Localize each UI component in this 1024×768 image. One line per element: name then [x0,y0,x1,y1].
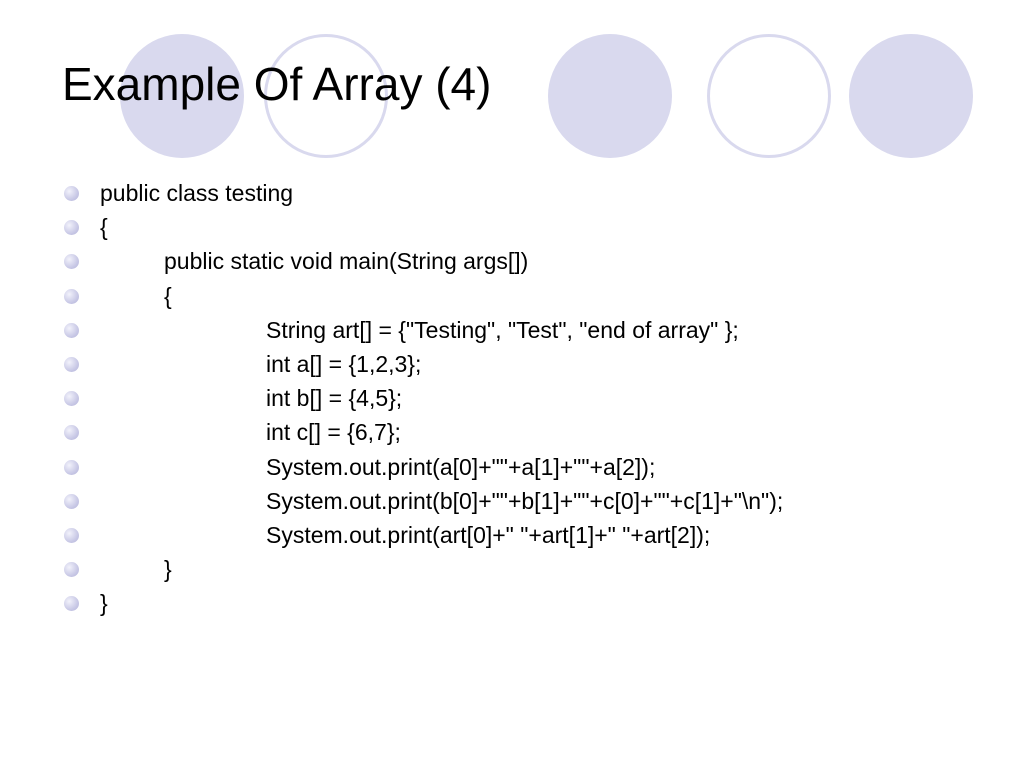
bullet-icon [64,596,79,612]
code-line-text: public class testing [100,180,294,206]
code-line-text: public static void main(String args[]) [164,248,529,275]
bullet-icon [64,288,79,304]
bullet-icon [64,254,79,270]
bullet-icon [64,220,79,236]
code-line-text: System.out.print(b[0]+""+b[1]+""+c[0]+""… [266,487,784,514]
code-line-text: System.out.print(art[0]+" "+art[1]+" "+a… [266,521,711,548]
decor-circle-1 [120,34,244,158]
bullet-icon [64,562,79,578]
bullet-icon [64,391,79,407]
code-line-text: } [100,590,108,617]
bullet-icon [64,527,79,543]
code-line-text: { [100,214,108,241]
bullet-icon [64,425,79,441]
bullet-icon [64,356,79,372]
code-line-text: int a[] = {1,2,3}; [266,350,422,377]
decor-circle-2 [264,34,388,158]
code-line-text: String art[] = {"Testing", "Test", "end … [266,316,739,343]
slide-title: Example Of Array (4) [62,58,492,110]
decor-circle-5 [849,34,973,158]
code-line-text: int c[] = {6,7}; [266,419,401,446]
code-line-text: } [164,556,172,583]
bullet-icon [64,459,79,475]
decor-circle-3 [548,34,672,158]
code-line-text: { [164,282,172,309]
code-line-text: int b[] = {4,5}; [266,385,403,412]
bullet-icon [64,186,79,201]
bullet-icon [64,322,79,338]
bullet-icon [64,493,79,509]
code-line-text: System.out.print(a[0]+""+a[1]+""+a[2]); [266,453,656,480]
decor-circle-4 [707,34,831,158]
